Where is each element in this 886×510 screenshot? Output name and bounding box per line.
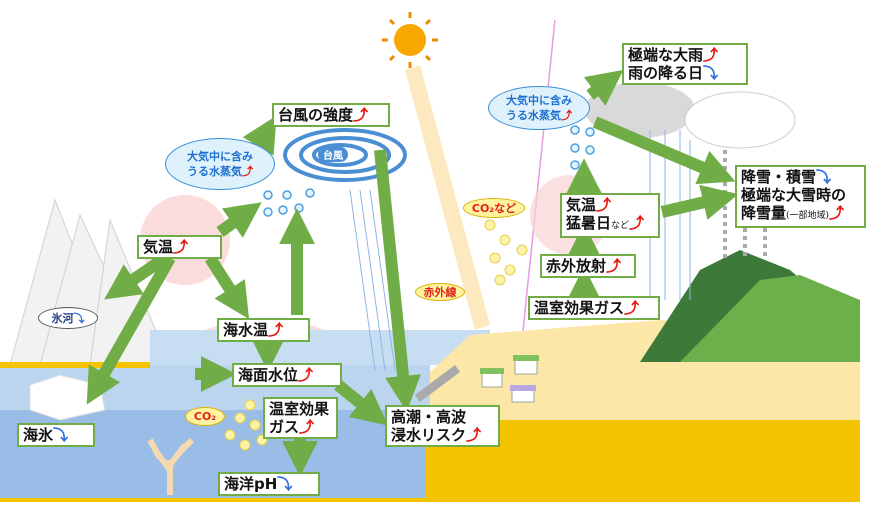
- sunlight-beam: [405, 65, 490, 330]
- up-arrow-icon: ⤴: [703, 46, 719, 64]
- up-arrow-icon: ⤴: [829, 204, 845, 222]
- up-arrow-icon: ⤴: [466, 426, 482, 444]
- typhoon-intensity-label: 台風の強度⤴: [272, 103, 390, 127]
- down-arrow-icon: ⤵: [53, 426, 69, 444]
- water-vapor-bubble-left: 大気中に含みうる水蒸気⤴: [165, 138, 275, 190]
- typhoon-swirl: [283, 128, 407, 182]
- co2-sea-bubble: CO₂: [185, 407, 225, 426]
- up-arrow-icon: ⤴: [268, 321, 284, 339]
- co2-etc-bubble: CO₂など: [463, 198, 525, 218]
- coral: [147, 437, 195, 495]
- typhoon-label: 台風: [318, 147, 348, 162]
- up-arrow-icon: ⤴: [561, 109, 572, 122]
- up-arrow-icon: ⤴: [173, 238, 189, 256]
- sun-icon: [382, 12, 438, 68]
- ocean-ph-label: 海洋pH⤵: [218, 472, 320, 496]
- ghg-land-label: 温室効果ガス⤴: [528, 296, 660, 320]
- heavy-rain-label: 極端な大雨⤴雨の降る日⤵: [622, 43, 748, 85]
- down-arrow-icon: ⤵: [277, 475, 293, 493]
- glacier-bubble: 氷河⤵: [38, 307, 98, 329]
- down-arrow-icon: ⤵: [816, 168, 832, 186]
- sea-temp-label: 海水温⤴: [217, 318, 310, 342]
- sea-ice: [29, 374, 106, 421]
- water-vapor-bubble-right: 大気中に含みうる水蒸気⤴: [488, 86, 590, 130]
- up-arrow-icon: ⤴: [606, 257, 622, 275]
- infrared-bubble: 赤外線: [415, 283, 465, 301]
- up-arrow-icon: ⤴: [596, 196, 612, 214]
- down-arrow-icon: ⤵: [703, 64, 719, 82]
- storm-surge-label: 高潮・高波浸水リスク⤴: [385, 405, 500, 447]
- sea-level-label: 海面水位⤴: [232, 363, 342, 387]
- up-arrow-icon: ⤴: [353, 106, 369, 124]
- air-temp-left-label: 気温⤴: [137, 235, 222, 259]
- up-arrow-icon: ⤴: [629, 214, 645, 232]
- up-arrow-icon: ⤴: [242, 165, 253, 178]
- down-arrow-icon: ⤵: [73, 311, 85, 325]
- snowfall-label: 降雪・積雪⤵極端な大雪時の降雪量(一部地域)⤴: [735, 165, 866, 228]
- up-arrow-icon: ⤴: [299, 418, 315, 436]
- up-arrow-icon: ⤴: [298, 366, 314, 384]
- up-arrow-icon: ⤴: [624, 299, 640, 317]
- ir-radiation-label: 赤外放射⤴: [540, 254, 636, 278]
- sea-ice-label: 海氷⤵: [17, 423, 95, 447]
- air-temp-right-label: 気温⤴猛暑日など⤴: [560, 193, 660, 238]
- ghg-sea-label: 温室効果ガス⤴: [263, 397, 338, 439]
- infrared-ray: [519, 19, 556, 361]
